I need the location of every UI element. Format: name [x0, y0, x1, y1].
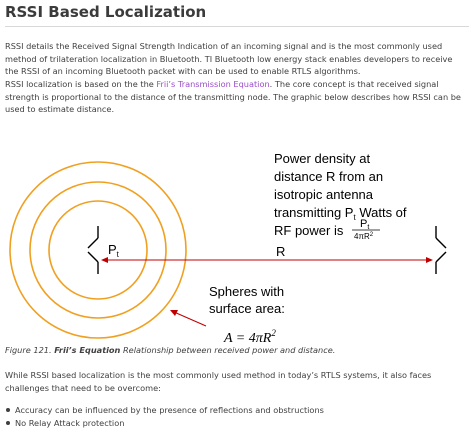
- power-text-line3: isotropic antenna: [274, 187, 374, 202]
- power-text-line5: RF power is: [274, 223, 344, 238]
- challenges-list: Accuracy can be influenced by the presen…: [5, 404, 324, 429]
- caption-number: Figure 121.: [5, 345, 55, 355]
- frac-num: P: [360, 218, 367, 230]
- page-title: RSSI Based Localization: [5, 2, 469, 27]
- power-text-line4b: Watts of: [356, 205, 407, 220]
- intro-paragraph: RSSI details the Received Signal Strengt…: [5, 41, 453, 76]
- figure-caption: Figure 121. Frii’s Equation Relationship…: [5, 345, 467, 355]
- transmit-antenna-icon: [87, 226, 99, 274]
- svg-text:A = 4πR2: A = 4πR2: [223, 328, 276, 346]
- sphere-ring-middle: [29, 181, 167, 319]
- distance-arrow-left-icon: [101, 257, 108, 263]
- rssi-paragraph: RSSI localization is based on the the Fr…: [5, 78, 467, 116]
- caption-bold: Frii’s Equation: [54, 345, 121, 355]
- sphere-pointer-line: [173, 311, 207, 327]
- svg-text:transmitting Pt Watts of: transmitting Pt Watts of: [274, 205, 407, 222]
- svg-text:Pt: Pt: [108, 242, 120, 259]
- frac-num-sub: t: [367, 224, 369, 231]
- power-text-line4-sub: t: [353, 213, 356, 222]
- friis-equation-link[interactable]: Frii’s Transmission Equation: [156, 79, 270, 89]
- pt-label-sub: t: [117, 250, 120, 259]
- sphere-pointer-arrowhead-icon: [170, 310, 178, 316]
- power-text-line4a: transmitting P: [274, 205, 353, 220]
- sphere-ring-inner: [48, 200, 148, 300]
- r-label: R: [276, 244, 285, 259]
- frac-den: 4πR: [354, 232, 370, 241]
- receive-antenna-icon: [435, 226, 447, 274]
- power-text-line1: Power density at: [274, 151, 370, 166]
- friis-figure: Pt R Power density at distance R from an…: [9, 151, 447, 346]
- frac-den-sup: 2: [370, 232, 374, 238]
- list-item: No Relay Attack protection: [5, 417, 324, 430]
- svg-text:4πR2: 4πR2: [354, 232, 374, 241]
- pt-label: P: [108, 242, 117, 257]
- distance-arrow-right-icon: [426, 257, 433, 263]
- area-formula-sup: 2: [271, 328, 276, 338]
- sphere-ring-outer: [9, 161, 187, 339]
- caption-text: Relationship between received power and …: [120, 345, 336, 355]
- area-formula: A = 4πR: [223, 331, 272, 346]
- power-text-line2: distance R from an: [274, 169, 383, 184]
- svg-text:Pt: Pt: [360, 218, 369, 231]
- rssi-paragraph-start: RSSI localization is based on the the: [5, 79, 157, 89]
- spheres-text-line1: Spheres with: [209, 284, 284, 299]
- spheres-text-line2: surface area:: [209, 301, 285, 316]
- rssi-paragraph-end: . The core concept is that received sign…: [5, 79, 461, 114]
- challenges-paragraph: While RSSI based localization is the mos…: [5, 370, 432, 393]
- list-item: Accuracy can be influenced by the presen…: [5, 404, 324, 417]
